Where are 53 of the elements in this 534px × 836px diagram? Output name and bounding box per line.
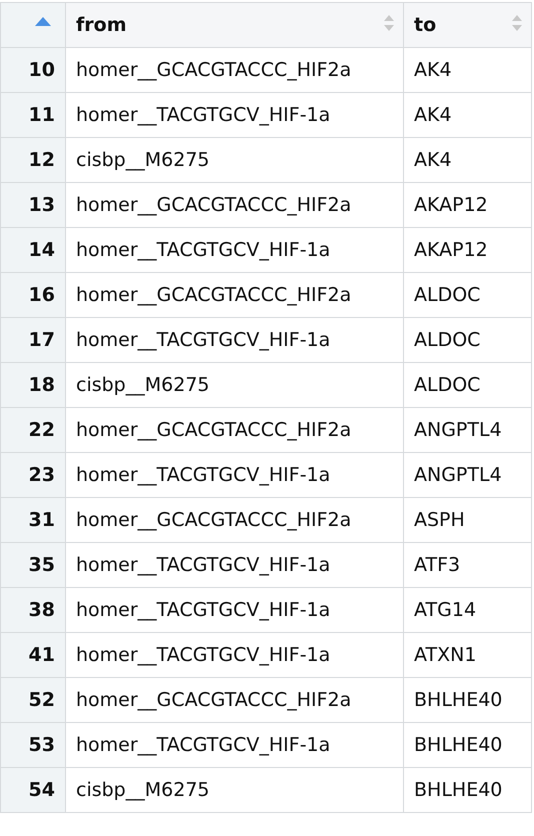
row-number: 53 [0, 722, 66, 768]
table-cell: ALDOC [404, 272, 532, 318]
row-number: 22 [0, 408, 66, 452]
row-number: 41 [0, 632, 66, 678]
table-cell: cisbp__M6275 [66, 138, 404, 182]
row-number: 35 [0, 542, 66, 588]
table-cell: AK4 [404, 92, 532, 138]
row-number: 11 [0, 92, 66, 138]
table-cell: homer__TACGTGCV_HIF-1a [66, 588, 404, 632]
row-number: 10 [0, 48, 66, 92]
table-cell: BHLHE40 [404, 722, 532, 768]
table-cell: ALDOC [404, 318, 532, 362]
table-cell: ATXN1 [404, 632, 532, 678]
table-cell: homer__GCACGTACCC_HIF2a [66, 272, 404, 318]
table-cell: BHLHE40 [404, 678, 532, 722]
row-number: 13 [0, 182, 66, 228]
table-cell: homer__GCACGTACCC_HIF2a [66, 498, 404, 542]
table-cell: homer__TACGTGCV_HIF-1a [66, 542, 404, 588]
row-number: 12 [0, 138, 66, 182]
row-number: 17 [0, 318, 66, 362]
table-cell: homer__TACGTGCV_HIF-1a [66, 92, 404, 138]
table-cell: homer__GCACGTACCC_HIF2a [66, 678, 404, 722]
row-number: 54 [0, 768, 66, 812]
table-cell: ALDOC [404, 362, 532, 408]
row-number: 16 [0, 272, 66, 318]
table-cell: homer__TACGTGCV_HIF-1a [66, 452, 404, 498]
table-cell: cisbp__M6275 [66, 362, 404, 408]
table-cell: homer__TACGTGCV_HIF-1a [66, 228, 404, 272]
table-cell: ATF3 [404, 542, 532, 588]
table-cell: BHLHE40 [404, 768, 532, 812]
row-number: 18 [0, 362, 66, 408]
table-cell: AKAP12 [404, 228, 532, 272]
table-cell: homer__TACGTGCV_HIF-1a [66, 632, 404, 678]
table-cell: homer__TACGTGCV_HIF-1a [66, 722, 404, 768]
column-header: from [76, 14, 126, 36]
table-cell: homer__GCACGTACCC_HIF2a [66, 48, 404, 92]
row-number: 38 [0, 588, 66, 632]
table-cell: AK4 [404, 138, 532, 182]
table-cell: ANGPTL4 [404, 452, 532, 498]
table-cell: AK4 [404, 48, 532, 92]
row-number: 14 [0, 228, 66, 272]
row-number: 23 [0, 452, 66, 498]
table-cell: ASPH [404, 498, 532, 542]
table-cell: homer__TACGTGCV_HIF-1a [66, 318, 404, 362]
row-number: 31 [0, 498, 66, 542]
table-cell: homer__GCACGTACCC_HIF2a [66, 408, 404, 452]
table-cell: AKAP12 [404, 182, 532, 228]
column-header: to [414, 14, 436, 36]
table-cell: ANGPTL4 [404, 408, 532, 452]
table-cell: ATG14 [404, 588, 532, 632]
table-cell: cisbp__M6275 [66, 768, 404, 812]
row-number: 52 [0, 678, 66, 722]
table-cell: homer__GCACGTACCC_HIF2a [66, 182, 404, 228]
